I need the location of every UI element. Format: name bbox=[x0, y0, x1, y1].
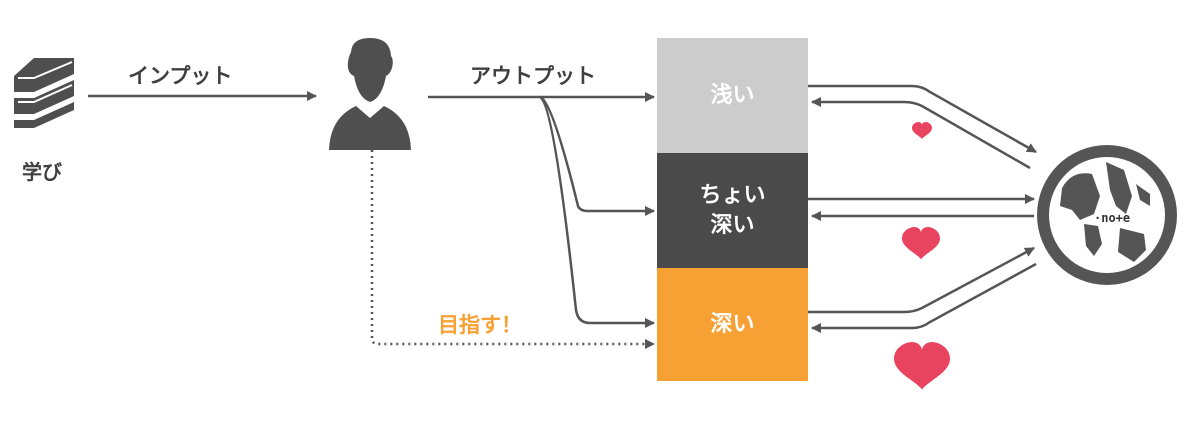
level-box-medium: ちょい 深い bbox=[657, 153, 808, 268]
level-medium-label-line2: 深い bbox=[710, 212, 755, 238]
output-arrow-deep bbox=[539, 95, 655, 328]
feedback-arrow-deep bbox=[811, 262, 1037, 333]
level-box-shallow: 浅い bbox=[657, 38, 808, 153]
heart-icon bbox=[902, 227, 940, 260]
level-shallow-label: 浅い bbox=[710, 82, 755, 108]
aim-arrow bbox=[370, 150, 655, 349]
aim-label: 目指す！ bbox=[438, 313, 522, 337]
output-arrow-medium bbox=[539, 95, 655, 216]
heart-icon bbox=[912, 122, 932, 139]
level-box-deep: 深い bbox=[657, 268, 808, 381]
books-icon bbox=[14, 58, 74, 128]
heart-icon bbox=[894, 342, 950, 390]
person-icon bbox=[329, 38, 411, 150]
globe-icon bbox=[1037, 145, 1177, 285]
note-logo-text: ·no+e bbox=[1094, 211, 1131, 225]
publish-arrow-shallow bbox=[808, 84, 1037, 154]
feedback-arrow-shallow bbox=[811, 97, 1031, 170]
level-deep-label: 深い bbox=[710, 311, 755, 337]
output-label: アウトプット bbox=[470, 64, 596, 88]
level-medium-label-line1: ちょい bbox=[699, 182, 766, 208]
publish-arrow-deep bbox=[808, 246, 1035, 314]
input-label: インプット bbox=[128, 64, 233, 88]
learning-label: 学び bbox=[22, 160, 62, 184]
